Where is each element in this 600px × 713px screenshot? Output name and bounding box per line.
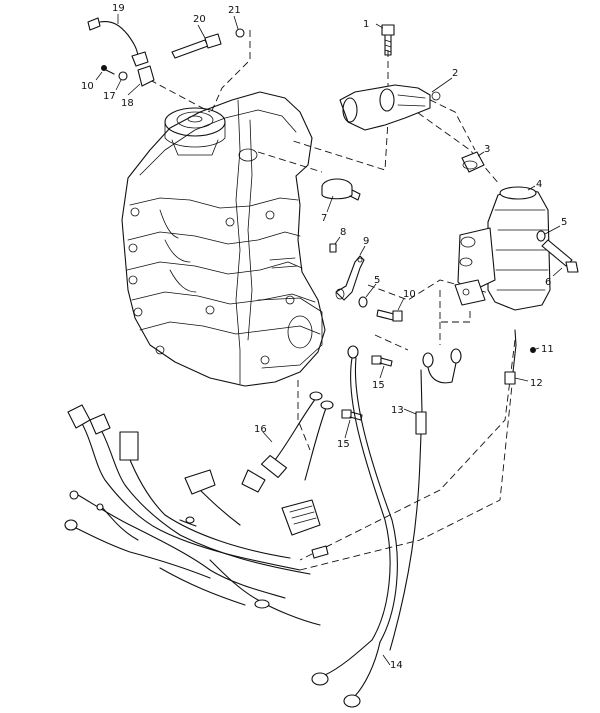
callout-17: 17 [103,91,116,102]
part-11-screw [530,347,540,353]
part-2-starter-bracket [339,77,453,131]
callout-12: 12 [530,378,543,389]
part-5-washer-right [536,225,561,242]
part-3-collar [461,151,485,173]
explosion-lines [149,30,516,561]
callout-9: 9 [363,236,369,247]
callout-19: 19 [112,3,125,14]
part-10-bolt-top [95,65,115,81]
part-4-starter-motor [454,185,551,311]
part-6-bolt [541,239,579,277]
callout-1: 1 [363,19,369,30]
part-10-bolt-middle [376,297,405,322]
callout-8: 8 [340,227,346,238]
callout-2: 2 [452,68,458,79]
callout-10-top: 10 [81,81,94,92]
callout-7: 7 [321,213,327,224]
callout-21: 21 [228,5,241,16]
ring-terminal-leads [422,329,517,384]
callout-5-right: 5 [561,217,567,228]
part-5-washer-left [358,283,377,308]
callout-labels: 1 2 3 4 5 5 6 7 8 9 10 10 11 12 13 14 15… [81,3,567,671]
part-20-temperature-sensor [171,24,222,59]
part-8-pin [329,236,341,253]
callout-13: 13 [391,405,404,416]
part-19-sensor-lead [87,14,149,67]
part-18-clamp [127,65,155,96]
part-1-bolt [375,23,395,56]
callout-20: 20 [193,14,206,25]
part-14-battery-cable [311,345,398,708]
part-17-washer [115,71,128,91]
callout-11: 11 [541,344,554,355]
callout-6: 6 [545,277,551,288]
part-16-ground-strap [241,391,334,493]
wire-harness [64,384,513,626]
part-9-lever [335,245,366,301]
part-12-connector [504,371,529,385]
part-13-fuse-holder [389,369,427,651]
callout-14: 14 [390,660,403,671]
callout-15-lower: 15 [337,439,350,450]
callout-5-left: 5 [374,275,380,286]
part-7-sensor [321,178,361,213]
engine-block [121,91,326,387]
part-15-bolt-upper [371,355,393,379]
part-21-washer [233,15,245,38]
callout-18: 18 [121,98,134,109]
callout-4: 4 [536,179,542,190]
callout-3: 3 [484,144,490,155]
callout-15-upper: 15 [372,380,385,391]
callout-16: 16 [254,424,267,435]
callout-10-middle: 10 [403,289,416,300]
